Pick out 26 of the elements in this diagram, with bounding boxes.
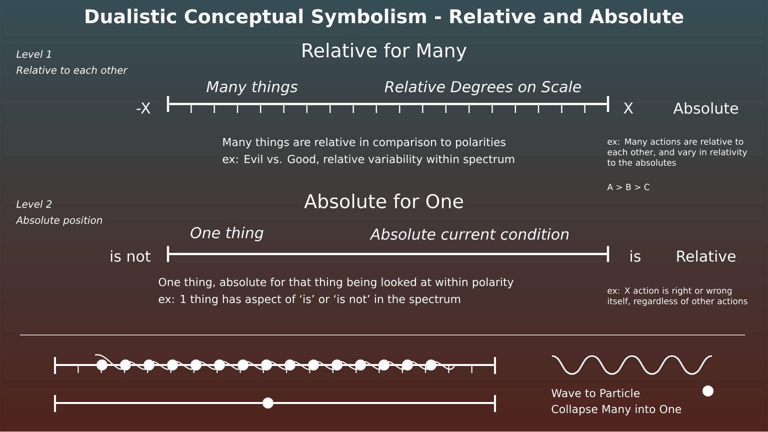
level-description: Absolute position [16, 216, 102, 226]
level-label: Level 1 [16, 50, 51, 58]
pole-label: is not [110, 250, 150, 262]
scale-label: Many things [206, 80, 298, 96]
description-text: Many things are relative in comparison to polarities [223, 138, 506, 148]
section-heading: Relative for Many [302, 42, 467, 62]
scale-label: Relative Degrees on Scale [384, 80, 581, 96]
title: Dualistic Conceptual Symbolism - Relative and Absolute [86, 8, 684, 28]
level-description: Relative to each other [16, 66, 128, 74]
description-text: ex: 1 thing has aspect of ‘is’ or ‘is not’ in the spectrum [158, 294, 460, 306]
pole-label: -X [136, 102, 150, 114]
example-note: A > B > C [607, 184, 650, 190]
description-text: ex: Evil vs. Good, relative variability within spectrum [222, 154, 514, 166]
section-heading: Absolute for One [304, 194, 463, 208]
pole-label: X [624, 102, 633, 114]
scale-label: Absolute current condition [370, 228, 569, 240]
scale-label: One thing [190, 226, 264, 242]
pole-label: is [630, 250, 640, 262]
example-note: ex: Many actions are relative to each other, and vary in relativity to the absolutes [607, 138, 748, 166]
pole-label: Relative [677, 250, 736, 262]
pole-label: Absolute [673, 102, 738, 114]
example-note: ex: X action is right or wrong itself, regardless of other actions [608, 287, 748, 306]
level-label: Level 2 [16, 200, 52, 208]
description-text: One thing, absolute for that thing being looked at within polarity [158, 278, 514, 288]
legend-text: Collapse Many into One [552, 404, 682, 416]
legend-text: Wave to Particle [552, 388, 640, 398]
